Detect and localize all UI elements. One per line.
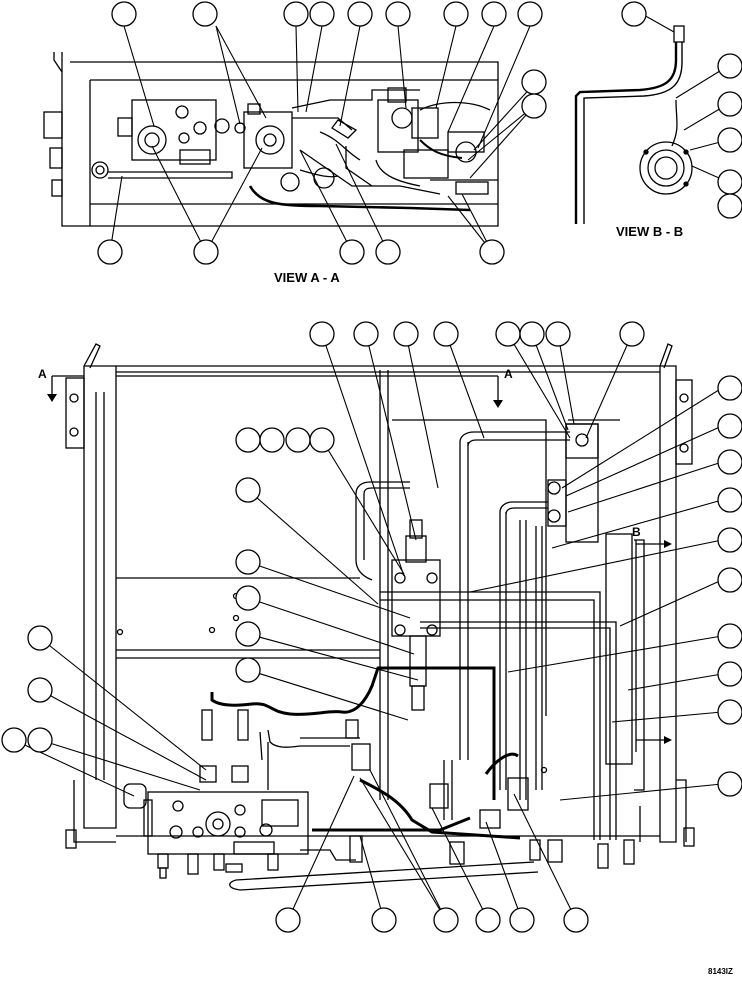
section-arrow-heads [47,394,672,744]
view-b-callouts [641,13,729,183]
view-a-drawing [43,52,499,227]
main-frame [51,343,695,891]
view-b-drawing [574,25,693,224]
figure-code: 8143IZ [708,967,733,976]
main-cables [210,666,521,840]
section-marker-a-right: A [504,367,513,381]
main-view-callout-circles [1,321,742,933]
main-view-leaders [13,333,723,921]
view-a-label: VIEW A - A [274,270,340,285]
section-marker-b: B [632,525,641,539]
view-b-callout-circles [621,1,742,219]
view-a-callouts [109,25,535,253]
view-b-label: VIEW B - B [616,224,683,239]
section-marker-a-left: A [38,367,47,381]
view-a-callout-circles [97,1,547,265]
